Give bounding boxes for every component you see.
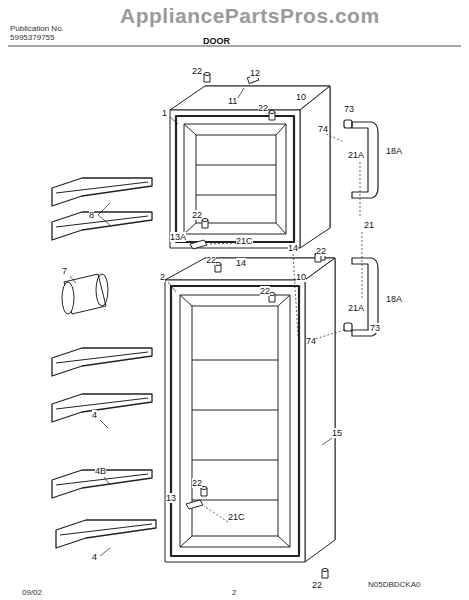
- callout-number: 15: [332, 428, 342, 438]
- callout-number: 13A: [170, 232, 186, 242]
- hinge-pins: [186, 74, 259, 509]
- callout-number: 21C: [236, 236, 253, 246]
- callout-number: 4: [92, 552, 97, 562]
- callout-number: 2: [160, 272, 165, 282]
- door-shelves: [52, 178, 156, 548]
- callout-number: 10: [296, 92, 306, 102]
- callout-number: 22: [206, 255, 216, 265]
- callout-number: 18A: [386, 146, 402, 156]
- callout-number: 1: [162, 108, 167, 118]
- publication-number: 5995379755: [10, 33, 55, 42]
- callout-number: 14: [288, 243, 298, 253]
- callout-number: 10: [296, 272, 306, 282]
- callout-number: 22: [192, 210, 202, 220]
- freezer-door: [170, 86, 330, 248]
- callout-number: 14: [236, 258, 246, 268]
- callout-number: 22: [192, 478, 202, 488]
- screws: [201, 73, 328, 579]
- callout-number: 21C: [228, 512, 245, 522]
- callout-number: 73: [370, 323, 380, 333]
- callout-number: 21A: [348, 150, 364, 160]
- dairy-bin: [62, 274, 108, 314]
- callout-number: 11: [228, 96, 237, 106]
- callout-number: 21: [364, 220, 374, 230]
- fresh-food-gasket: [171, 286, 299, 556]
- callout-number: 4: [92, 410, 97, 420]
- callout-number: 18A: [386, 294, 402, 304]
- callout-number: 8: [89, 210, 94, 220]
- header-rule: [8, 46, 461, 47]
- watermark: AppliancePartsPros.com: [120, 4, 380, 28]
- diagram-title: DOOR: [203, 36, 230, 46]
- page-number: 2: [232, 588, 236, 597]
- callout-number: 12: [250, 68, 260, 78]
- callout-number: 4B: [95, 466, 106, 476]
- callout-number: 22: [258, 103, 268, 113]
- callout-number: 22: [316, 246, 326, 256]
- door-handles: [344, 120, 378, 336]
- leader-lines: [70, 88, 362, 556]
- date-code: 09/02: [22, 588, 42, 597]
- callout-number: 74: [318, 124, 328, 134]
- callout-number: 74: [306, 336, 316, 346]
- callout-number: 22: [260, 286, 270, 296]
- freezer-gasket: [176, 116, 294, 242]
- drawing-code: N05DBDCKA0: [368, 580, 420, 589]
- callout-number: 22: [192, 66, 202, 76]
- publication-label: Publication No.: [10, 24, 64, 33]
- callout-number: 13: [166, 493, 176, 503]
- callout-number: 22: [312, 580, 322, 590]
- fresh-food-door: [165, 258, 335, 562]
- callout-number: 21A: [348, 303, 364, 313]
- callout-number: 7: [62, 266, 67, 276]
- callout-number: 73: [344, 104, 354, 114]
